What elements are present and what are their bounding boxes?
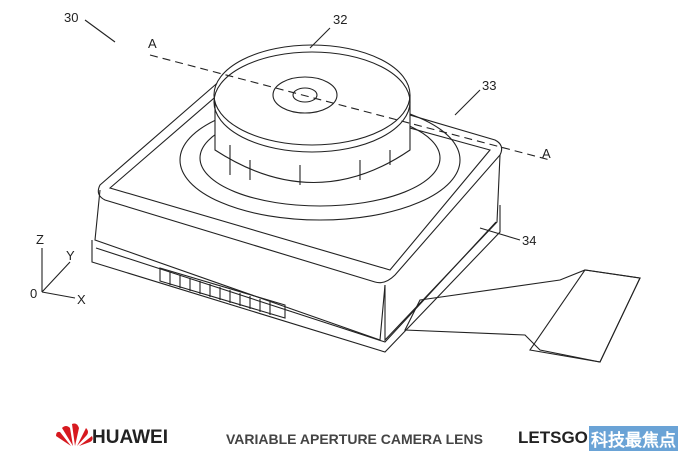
axis-x: X (77, 292, 86, 307)
huawei-logo (56, 423, 93, 446)
section-line (149, 54, 551, 161)
axis-y: Y (66, 248, 75, 263)
watermark: 科技最焦点 (589, 426, 678, 451)
label-33: 33 (482, 78, 497, 93)
housing-base (91, 205, 501, 353)
connector-pins (159, 267, 286, 319)
site-name: LETSGO (518, 428, 588, 447)
axis-origin: 0 (30, 286, 38, 301)
flex-pad (529, 269, 641, 363)
aperture-disc (213, 44, 411, 146)
leader-32 (309, 27, 331, 49)
leader-34 (479, 227, 521, 241)
axis-z: Z (36, 232, 44, 247)
caption: VARIABLE APERTURE CAMERA LENS (226, 431, 483, 447)
leader-33 (454, 89, 481, 116)
label-34: 34 (522, 233, 537, 248)
label-30: 30 (64, 10, 79, 25)
section-label-left: A (148, 36, 157, 51)
label-32: 32 (333, 12, 348, 27)
aperture-blades (272, 76, 338, 114)
flex-cable (404, 269, 641, 363)
section-label-right: A (542, 146, 551, 161)
brand-name: HUAWEI (92, 427, 168, 448)
leader-30 (84, 19, 116, 43)
coordinate-axes (41, 248, 76, 299)
